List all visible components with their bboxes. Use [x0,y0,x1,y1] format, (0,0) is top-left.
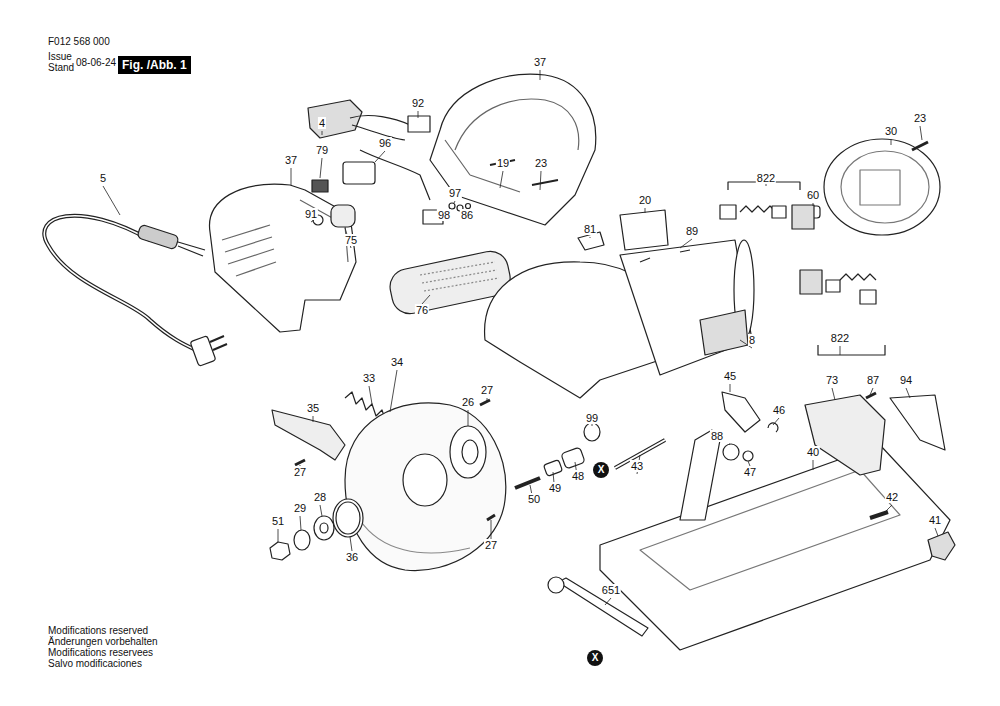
callout-number: 30 [884,125,898,137]
callout-number: 48 [571,470,585,482]
callout-number: 29 [293,502,307,514]
callout-number: 96 [378,137,392,149]
callout-number: 99 [585,412,599,424]
callout-number: 33 [362,372,376,384]
connection-marker: X [587,650,603,666]
callout-number: 822 [756,172,776,184]
callout-number: 26 [461,396,475,408]
figure-tag: Fig. /Abb. 1 [118,56,191,74]
callout-number: 23 [913,112,927,124]
node-text: X [592,652,599,663]
callout-number: 50 [527,493,541,505]
callout-number: 79 [315,144,329,156]
node-text: Fig. /Abb. 1 [122,58,187,72]
callout-number: 27 [480,384,494,396]
callout-number: 23 [534,157,548,169]
callout-number: 35 [306,402,320,414]
callout-number: 60 [806,189,820,201]
header-text: 08-06-24 [75,57,117,69]
node-text: X [598,464,605,475]
callout-number: 28 [313,491,327,503]
callout-number: 73 [825,374,839,386]
callout-number: 87 [866,374,880,386]
callout-number: 43 [630,460,644,472]
callout-number: 88 [710,430,724,442]
callout-number: 89 [685,225,699,237]
callout-number: 19 [496,157,510,169]
callout-number: 47 [743,466,757,478]
callout-number: 27 [293,466,307,478]
callout-number: 651 [601,584,621,596]
callout-number: 37 [533,56,547,68]
callout-number: 37 [284,154,298,166]
callout-number: 92 [411,97,425,109]
callout-number: 86 [460,209,474,221]
callout-number: 97 [448,187,462,199]
connection-marker: X [593,462,609,478]
footer-note: Änderungen vorbehalten [47,637,159,647]
header-text: Stand [47,62,75,74]
callout-number: 20 [638,194,652,206]
callout-number: 46 [772,404,786,416]
callout-number: 4 [318,117,326,129]
callout-number: 94 [899,374,913,386]
callout-number: 76 [415,304,429,316]
footer-note: Salvo modificaciones [47,659,143,669]
callout-number: 822 [830,332,850,344]
callout-number: 36 [345,551,359,563]
callout-number: 49 [548,482,562,494]
callout-number: 34 [390,356,404,368]
callout-number: 27 [484,539,498,551]
callout-number: 41 [928,514,942,526]
callout-number: 75 [344,234,358,246]
footer-note: Modifications reservees [47,648,154,658]
callout-number: 5 [99,172,107,184]
callout-number: 81 [583,223,597,235]
footer-note: Modifications reserved [47,626,149,636]
header-text: F012 568 000 [47,36,111,48]
callout-number: 98 [437,209,451,221]
callout-number: 42 [885,491,899,503]
callout-number: 40 [806,446,820,458]
callout-number: 45 [723,370,737,382]
callout-number: 91 [304,208,318,220]
callout-number: 8 [748,334,756,346]
callout-number: 51 [271,515,285,527]
